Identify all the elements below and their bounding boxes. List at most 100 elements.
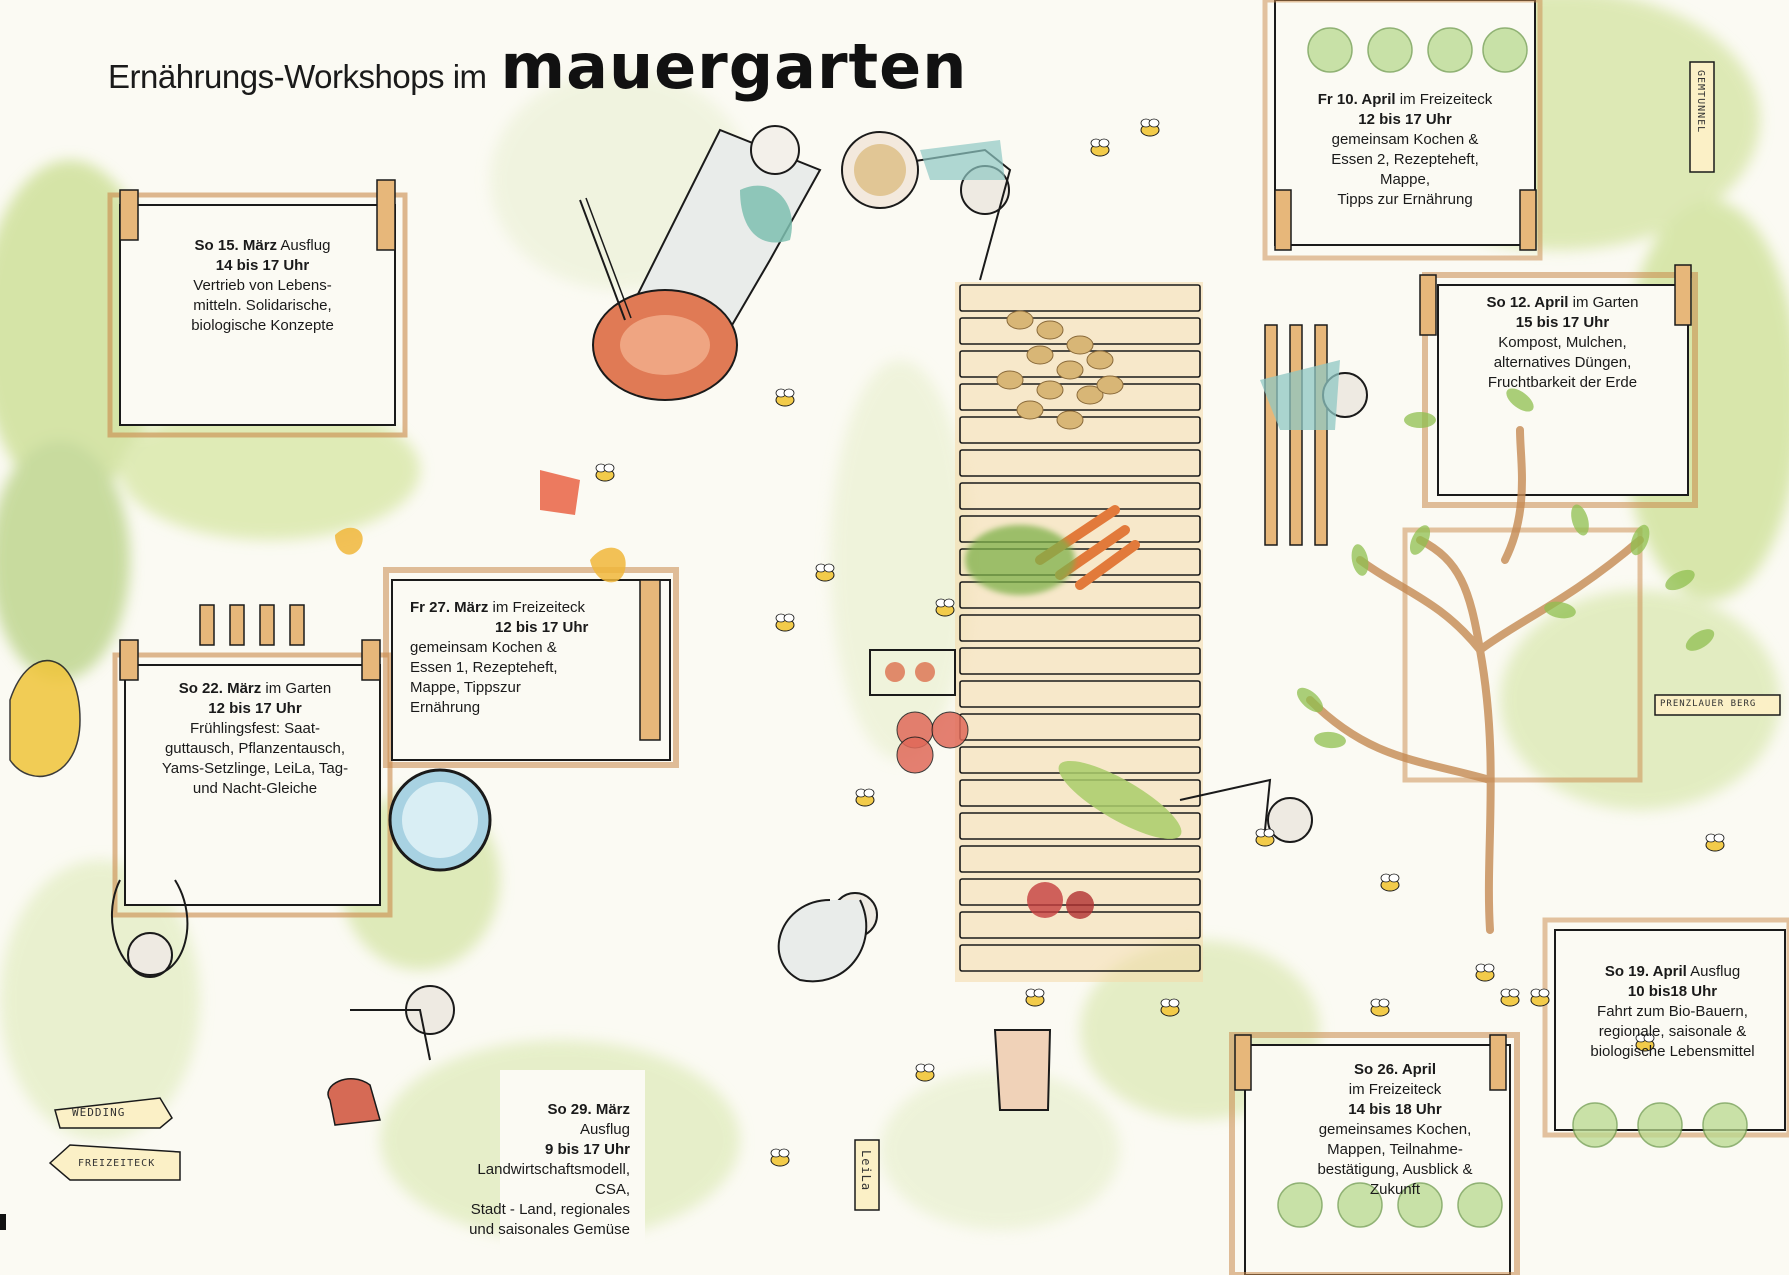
event-day: Fr 10. April <box>1317 91 1396 108</box>
bee <box>1530 988 1550 1007</box>
event-desc-line: alternatives Düngen, <box>1493 354 1632 371</box>
event-place: im Garten <box>1572 294 1639 311</box>
wooden-walkway <box>955 282 1203 982</box>
bee <box>1705 833 1725 852</box>
bee <box>1500 988 1520 1007</box>
event-card: So 12. April im Garten 15 bis 17 Uhr Kom… <box>1440 293 1685 393</box>
lettuce <box>1702 1102 1748 1148</box>
event-desc-line: bestätigung, Ausblick & <box>1317 1161 1473 1178</box>
leaf <box>1544 601 1576 619</box>
event-place: im Garten <box>265 680 332 697</box>
event-card: So 22. März im Garten 12 bis 17 Uhr Früh… <box>135 679 375 799</box>
bee <box>1370 998 1390 1017</box>
potato <box>1016 400 1044 420</box>
bee <box>1090 138 1110 157</box>
event-day: So 26. April <box>1354 1061 1436 1078</box>
leaf <box>1351 544 1369 576</box>
event-desc-line: Stadt - Land, regionales <box>470 1201 630 1218</box>
bee <box>1380 873 1400 892</box>
bees <box>595 118 1725 1167</box>
event-desc-line: gemeinsames Kochen, <box>1318 1121 1472 1138</box>
event-card: Fr 10. April im Freizeiteck 12 bis 17 Uh… <box>1280 90 1530 210</box>
event-desc-line: Fruchtbarkeit der Erde <box>1487 374 1638 391</box>
event-place: Ausflug <box>280 237 331 254</box>
event-place: Ausflug <box>1690 963 1741 980</box>
sign-gemtunnel: GEMTUNNEL <box>1695 70 1706 134</box>
event-desc-line: biologische Konzepte <box>191 317 334 334</box>
title-brand-logo: mauergarten <box>500 30 968 103</box>
bee <box>1475 963 1495 982</box>
event-time: 9 bis 17 Uhr <box>544 1141 630 1158</box>
potato <box>1026 345 1054 365</box>
leaf <box>1630 524 1650 556</box>
event-time: 15 bis 17 Uhr <box>1515 314 1610 331</box>
event-desc-line: regionale, saisonale & <box>1598 1023 1747 1040</box>
event-desc-line: CSA, <box>594 1181 630 1198</box>
walkway-plank <box>959 449 1201 477</box>
sign-freizeiteck: FREIZEITECK <box>78 1158 156 1169</box>
event-desc-line: biologische Lebensmittel <box>1590 1043 1755 1060</box>
potato <box>1056 410 1084 430</box>
event-card: So 19. April Ausflug 10 bis18 Uhr Fahrt … <box>1560 962 1785 1062</box>
bee <box>775 388 795 407</box>
walkway-plank <box>959 515 1201 543</box>
event-desc-line: Vertrieb von Lebens- <box>193 277 332 294</box>
event-desc-line: Zukunft <box>1369 1181 1421 1198</box>
page-edge-mark <box>0 1214 6 1230</box>
lettuce <box>1572 1102 1618 1148</box>
event-desc-line: mitteln. Solidarische, <box>193 297 332 314</box>
sign-prenzlauer-berg: PRENZLAUER BERG <box>1660 699 1757 709</box>
event-day: So 29. März <box>547 1101 630 1118</box>
lettuce <box>1337 1182 1383 1228</box>
leaf <box>1685 629 1715 651</box>
lettuce <box>1307 27 1353 73</box>
event-place: Ausflug <box>579 1121 630 1138</box>
event-day: So 15. März <box>194 237 278 254</box>
bee <box>770 1148 790 1167</box>
event-desc-line: gemeinsam Kochen & <box>410 639 557 656</box>
title-lead: Ernährungs-Workshops im <box>108 58 487 95</box>
lettuce <box>1457 1182 1503 1228</box>
walkway-plank <box>959 845 1201 873</box>
walkway-plank <box>959 284 1201 312</box>
page-title: Ernährungs-Workshops im mauergarten <box>108 30 967 110</box>
event-time: 14 bis 18 Uhr <box>1348 1101 1442 1118</box>
wheelbarrow-illustration <box>579 125 822 401</box>
potato <box>1066 335 1094 355</box>
bee <box>815 563 835 582</box>
potato <box>1096 375 1124 395</box>
walkway-plank <box>959 944 1201 972</box>
leaf <box>1296 687 1324 713</box>
potato <box>1076 385 1104 405</box>
event-desc-line: guttausch, Pflanzentausch, <box>164 740 346 757</box>
event-place: im Freizeiteck <box>1399 91 1493 108</box>
event-desc-line: gemeinsam Kochen & <box>1331 131 1479 148</box>
event-place: im Freizeiteck <box>492 599 586 616</box>
event-day: So 12. April <box>1486 294 1569 311</box>
sign-wedding: WEDDING <box>72 1106 126 1119</box>
event-time: 10 bis18 Uhr <box>1627 983 1718 1000</box>
leaf <box>1404 412 1436 428</box>
event-time: 12 bis 17 Uhr <box>495 619 589 636</box>
walkway-plank <box>959 548 1201 576</box>
event-day: So 19. April <box>1604 963 1687 980</box>
event-desc-line: Mappe, Tippszur <box>410 679 521 696</box>
leaf <box>1665 569 1695 591</box>
sign-leila: LeiLa <box>859 1150 873 1192</box>
bee <box>1635 1033 1655 1052</box>
walkway-plank <box>959 383 1201 411</box>
bee <box>775 613 795 632</box>
bee <box>1255 828 1275 847</box>
event-desc-line: Mappen, Teilnahme- <box>1327 1141 1463 1158</box>
event-time: 14 bis 17 Uhr <box>215 257 310 274</box>
lettuce <box>1397 1182 1443 1228</box>
leaf <box>1314 731 1346 749</box>
event-desc-line: Landwirtschaftsmodell, <box>477 1161 630 1178</box>
leaf <box>1571 504 1589 536</box>
event-desc-line: Mappe, <box>1379 171 1431 188</box>
produce-illustrations <box>327 310 1182 1126</box>
lettuce <box>1482 27 1528 73</box>
bee <box>1025 988 1045 1007</box>
event-day: Fr 27. März <box>410 599 489 616</box>
